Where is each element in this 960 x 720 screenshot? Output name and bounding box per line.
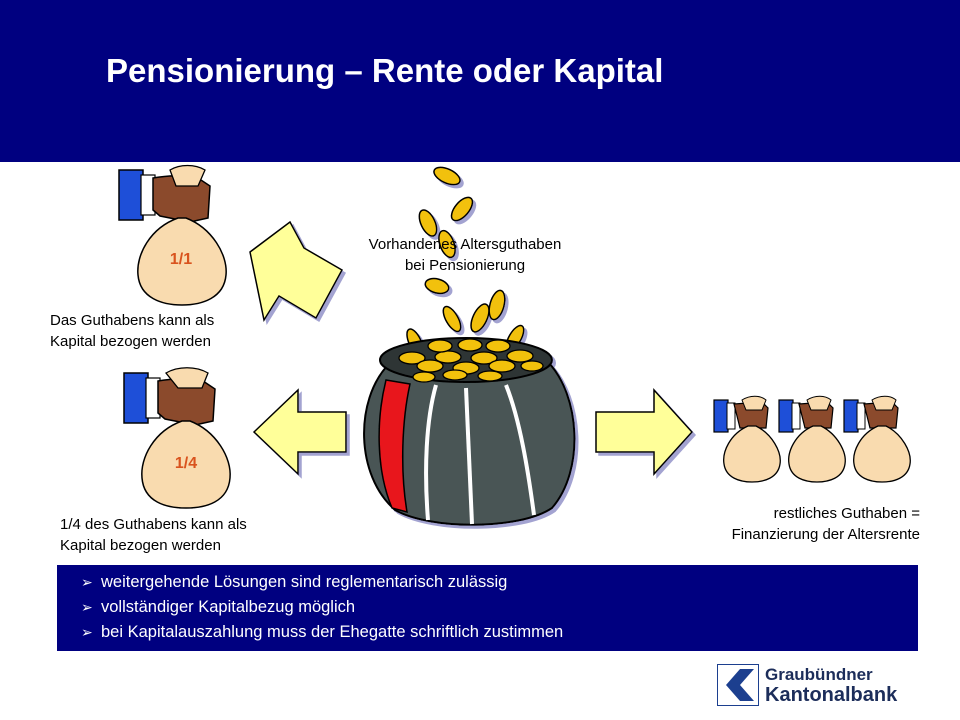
full-capital-caption-line: Das Guthabens kann als	[50, 312, 215, 329]
info-bullet: ➢ vollständiger Kapitalbezug möglich	[81, 598, 355, 617]
pot-caption-line: bei Pensionierung	[404, 257, 526, 274]
small-money-bag	[843, 395, 911, 483]
money-bag-quarter	[123, 367, 231, 509]
arrow-to-quarter-capital	[252, 388, 347, 476]
info-box: ➢ weitergehende Lösungen sind reglementar…	[57, 565, 918, 651]
info-bullet-text: weitergehende Lösungen sind reglementari…	[101, 573, 508, 591]
info-bullet-text: bei Kapitalauszahlung muss der Ehegatte …	[101, 623, 564, 641]
header-band: Pensionierung – Rente oder Kapital	[0, 0, 960, 162]
arrow-to-pension	[595, 388, 694, 476]
arrow-bullet-icon: ➢	[81, 574, 93, 590]
small-money-bag	[778, 395, 846, 483]
pension-caption-line: restliches Guthaben =	[773, 505, 920, 522]
bank-logo-line: Kantonalbank	[765, 684, 898, 706]
coins-in-pot	[398, 338, 544, 383]
arrow-to-full-capital	[249, 220, 344, 322]
info-bullet: ➢ weitergehende Lösungen sind reglementar…	[81, 573, 507, 592]
arrow-bullet-icon: ➢	[81, 624, 93, 640]
bank-logo-text: Graubündner Kantonalbank	[765, 665, 897, 705]
info-bullet: ➢ bei Kapitalauszahlung muss der Ehegatte…	[81, 623, 563, 642]
pot-caption-line: Vorhandenes Altersguthaben	[368, 236, 562, 253]
small-money-bag	[713, 395, 781, 483]
bank-logo-line: Graubündner	[765, 665, 873, 684]
pot-caption: Vorhandenes Altersguthaben bei Pensionie…	[340, 234, 590, 276]
bag-quarter-label: 1/4	[175, 455, 197, 472]
bank-logo: Graubündner Kantonalbank	[717, 664, 899, 708]
pension-caption-line: Finanzierung der Altersrente	[731, 526, 920, 543]
quarter-capital-caption-line: 1/4 des Guthabens kann als	[60, 516, 247, 533]
arrow-bullet-icon: ➢	[81, 599, 93, 615]
quarter-capital-caption: 1/4 des Guthabens kann als Kapital bezog…	[60, 514, 247, 556]
full-capital-caption: Das Guthabens kann als Kapital bezogen w…	[50, 310, 214, 352]
page-title: Pensionierung – Rente oder Kapital	[106, 52, 664, 89]
quarter-capital-caption-line: Kapital bezogen werden	[60, 537, 221, 554]
info-bullet-text: vollständiger Kapitalbezug möglich	[101, 598, 356, 616]
money-bag-full	[118, 164, 227, 306]
full-capital-caption-line: Kapital bezogen werden	[50, 333, 211, 350]
bank-logo-icon	[717, 664, 759, 706]
bag-full-label: 1/1	[170, 251, 192, 268]
pension-caption: restliches Guthaben = Finanzierung der A…	[660, 503, 920, 545]
